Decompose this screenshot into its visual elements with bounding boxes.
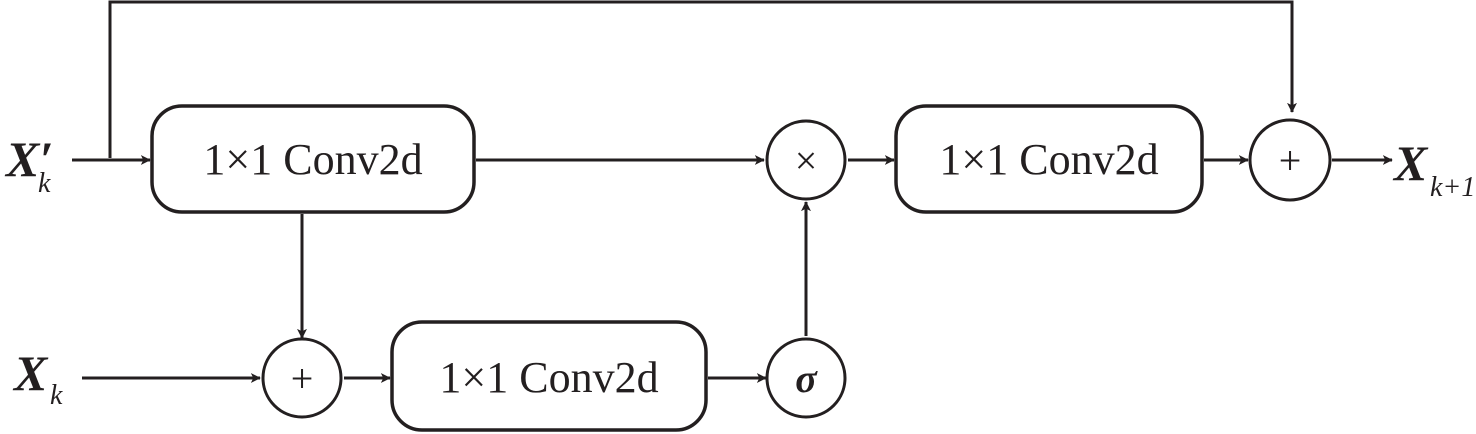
conv-block-top-left: 1×1 Conv2d <box>150 104 476 214</box>
sigmoid-node-symbol: σ <box>795 356 818 401</box>
input-x-subscript: k <box>50 380 63 411</box>
conv-block-bottom: 1×1 Conv2d <box>390 320 708 432</box>
conv-block-top-right: 1×1 Conv2d <box>894 104 1204 214</box>
conv-block-bottom-label: 1×1 Conv2d <box>439 353 658 402</box>
output-label: X <box>1392 135 1429 191</box>
multiply-node-symbol: × <box>795 138 818 183</box>
input-x-label: X <box>12 345 49 401</box>
add-node-final: + <box>1248 118 1332 202</box>
add-node-final-symbol: + <box>1279 138 1302 183</box>
input-x-prime-subscript: k <box>38 168 51 199</box>
add-node-bottom-symbol: + <box>291 356 314 401</box>
conv-block-top-left-label: 1×1 Conv2d <box>203 135 422 184</box>
sigmoid-node: σ <box>765 337 847 419</box>
input-x-prime-label: X′ <box>4 131 53 187</box>
conv-block-top-right-label: 1×1 Conv2d <box>939 135 1158 184</box>
skip-connection-wire <box>108 0 1297 158</box>
multiply-node: × <box>765 119 847 201</box>
output-subscript: k+1 <box>1430 172 1475 203</box>
add-node-bottom: + <box>261 337 343 419</box>
